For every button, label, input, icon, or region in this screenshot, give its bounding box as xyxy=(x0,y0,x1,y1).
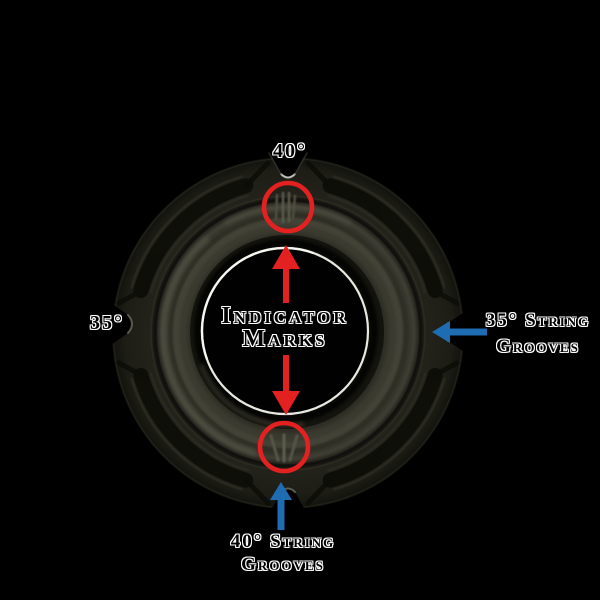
label-top-angle: 40° xyxy=(273,140,307,162)
label-right-string-grooves-line1: 35° String xyxy=(485,310,591,331)
bore-shadow xyxy=(194,239,378,423)
highlight-circle-bottom xyxy=(257,420,311,474)
notch-top-40deg xyxy=(266,147,310,178)
rim-angled-cuts xyxy=(116,160,460,506)
label-bottom-string-grooves-line2: Grooves xyxy=(241,554,325,575)
label-bottom-string-grooves: 40° String Grooves xyxy=(231,530,336,576)
notch-left-35deg xyxy=(101,296,132,352)
label-indicator-marks: Indicator Marks xyxy=(221,303,349,352)
rim-groove-outer-ridges xyxy=(130,175,446,491)
label-bottom-string-grooves-line1: 40° String xyxy=(230,531,336,552)
red-arrow-up xyxy=(272,245,300,303)
red-arrow-down xyxy=(272,355,300,415)
label-indicator-marks-line2: Marks xyxy=(242,326,328,352)
label-indicator-marks-line1: Indicator xyxy=(221,303,349,329)
indicator-marks-bottom xyxy=(269,433,299,463)
label-right-string-grooves: 35° String Grooves xyxy=(486,308,591,360)
ring-photo xyxy=(101,147,475,519)
blue-arrow-right-head xyxy=(432,321,450,343)
highlight-circle-top xyxy=(261,180,315,234)
blue-arrow-bottom-notch xyxy=(270,482,292,530)
rim-groove-inner-ridges xyxy=(149,194,427,472)
rim-groove-arcs xyxy=(133,178,443,488)
label-left-angle: 35° xyxy=(90,312,124,334)
red-arrow-up-head xyxy=(272,245,300,269)
notch-bottom-40deg xyxy=(266,488,310,519)
blue-arrow-right-notch xyxy=(432,321,487,343)
indicator-marks-top xyxy=(274,191,297,224)
blue-arrow-bottom-head xyxy=(270,482,292,500)
red-arrow-down-head xyxy=(272,391,300,415)
label-right-string-grooves-line2: Grooves xyxy=(496,336,580,357)
